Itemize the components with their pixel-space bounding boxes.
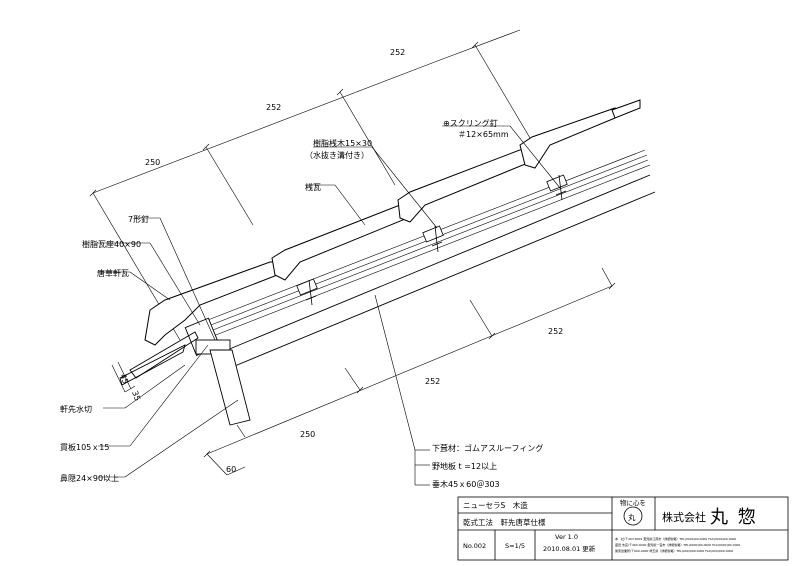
label-eave-flashing: 軒先水切	[60, 404, 92, 414]
dim-bottom-250: 250	[300, 430, 315, 439]
label-screw-nail-size: ＃12×65mm	[458, 130, 509, 139]
title-spec: 乾式工法 軒先唐草仕様	[463, 517, 546, 527]
company-seal: 丸	[628, 512, 636, 522]
dim-eave-45: 45	[118, 373, 130, 386]
company-motto: 物に心を	[620, 498, 646, 507]
top-dimension-lines	[89, 29, 541, 341]
dim-bottom-252-a: 252	[425, 377, 440, 386]
label-fascia: 貫板105ｘ15	[60, 442, 109, 452]
label-sangawara: 桟瓦	[305, 182, 321, 192]
title-block	[457, 496, 789, 561]
battens-and-nails	[296, 174, 568, 306]
drawing-version: Ver 1.0	[555, 533, 578, 541]
leader-lines	[95, 125, 561, 486]
rafter	[214, 174, 656, 371]
label-underlay: 下葺材：ゴムアスルーフィング	[432, 443, 543, 453]
label-karakusa: 唐草軒瓦	[97, 268, 129, 278]
label-resin-batten: 樹脂桟木15×30	[313, 138, 372, 148]
drawing-number: No.002	[463, 542, 486, 550]
title-product: ニューセラS 木造	[463, 500, 528, 510]
label-resin-base: 樹脂瓦座40×90	[82, 239, 141, 249]
company-address-2: 盛田 支店/〒493-0000 愛知県一宮市（詳細省略）TEL(0000)00-…	[615, 542, 740, 547]
dim-top-252-b: 252	[390, 48, 405, 57]
company-address-1: 本 社/〒493-8001 愛知県江南市（詳細省略）TEL(0000)00-00…	[615, 536, 736, 541]
label-nose-board: 鼻隠24×90以上	[60, 473, 119, 483]
label-sheathing: 野地板 t =12以上	[432, 461, 497, 471]
drawing-date: 2010.08.01 更新	[543, 544, 596, 553]
sheathing-layers	[194, 149, 651, 341]
company-address-3: 関東営業所/〒000-0000 埼玉県（詳細省略）TEL(000)000-000…	[615, 548, 733, 553]
eave-base-and-fascia	[119, 317, 251, 426]
bottom-dimension-lines	[203, 267, 616, 476]
dim-eave-35: 35	[130, 390, 142, 403]
drawing-scale: S=1/5	[505, 542, 525, 550]
roof-tiles	[144, 99, 641, 346]
company-prefix: 株式会社	[662, 510, 706, 524]
company-name: 丸 惣	[710, 507, 758, 528]
dim-bottom-60: 60	[226, 465, 236, 474]
dim-top-252-a: 252	[266, 103, 281, 112]
label-screw-nail: ⊕スクリング釘	[443, 118, 498, 128]
label-resin-batten-note: （水抜き溝付き）	[305, 150, 369, 160]
label-nail-7: 7形釘	[128, 214, 149, 224]
dim-bottom-252-b: 252	[548, 327, 563, 336]
dim-top-250: 250	[145, 158, 160, 167]
label-rafter: 垂木45ｘ60＠303	[432, 479, 500, 489]
